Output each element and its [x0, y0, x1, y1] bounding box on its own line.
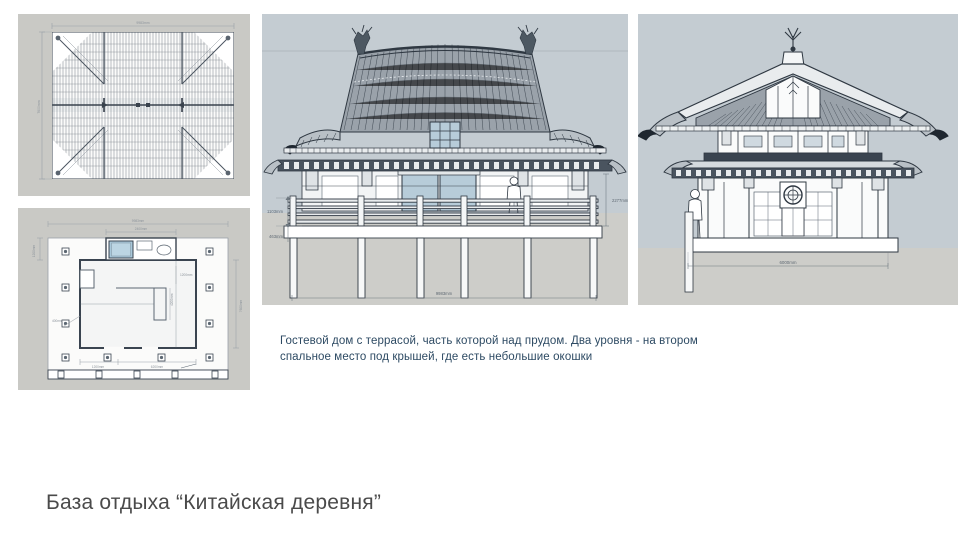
side-overall-width-dimension: 6000mm [779, 260, 796, 265]
caption-line-1: Гостевой дом с террасой, часть которой н… [280, 335, 698, 347]
pond-pilings [289, 237, 598, 299]
panel-roof-plan: 9983mm 7600mm [18, 14, 250, 196]
roof-plan-depth-dimension: 7600mm [37, 100, 41, 113]
panel-floor-plan: 9983mm 2400mm 1200mm 7600mm 1200mm 4200m… [18, 208, 250, 390]
floor-plan-side-dimension: 1200mm [180, 273, 193, 277]
roof-finial-ornament [784, 27, 802, 52]
stylobate-plinth [687, 237, 899, 253]
floor-plan-step-dimension: 1200mm [92, 365, 105, 369]
floor-plan-linework: 9983mm 2400mm 1200mm 7600mm 1200mm 4200m… [32, 219, 243, 380]
floor-plan-overall-depth: 7600mm [239, 299, 243, 312]
panel-front-elevation: 1103mm 463mm 9983mm 2277mm [262, 14, 628, 305]
side-elevation-linework: 6000mm [638, 27, 949, 293]
round-lattice-window [779, 181, 807, 209]
roof-finial-ornament-right [517, 24, 539, 55]
railing-height-dimension: 1103mm [267, 209, 283, 214]
panel-side-elevation: 6000mm [638, 14, 958, 305]
floor-plan-bath-width: 2400mm [135, 227, 148, 231]
front-elevation-linework: 1103mm 463mm 9983mm 2277mm [262, 24, 628, 301]
floor-plan-offset-dimension: 1200mm [32, 244, 36, 257]
floor-plan-room-depth: 4200mm [170, 293, 174, 306]
slide-title: База отдыха “Китайская деревня” [46, 491, 382, 514]
roof-plan-linework: 9983mm 7600mm [37, 21, 235, 180]
caption-line-2: спальное место под крышей, где есть небо… [280, 351, 593, 363]
slide-caption: Гостевой дом с террасой, часть которой н… [280, 333, 850, 365]
front-overall-width-dimension: 9983mm [436, 291, 453, 296]
floor-plan-overall-width: 9983mm [132, 219, 145, 223]
roof-finial-ornament-left [351, 24, 373, 55]
roof-plan-width-dimension: 9983mm [136, 21, 149, 25]
human-scale-figure [506, 176, 522, 215]
loft-window [743, 135, 845, 148]
glass-door-right [439, 173, 477, 212]
front-right-height-dimension: 2277mm [612, 198, 628, 203]
floor-plan-column-note: 400mm [52, 319, 63, 323]
floor-plan-room-width: 6200mm [151, 365, 164, 369]
deck-height-dimension: 463mm [269, 234, 283, 239]
terrace-deck [283, 225, 603, 239]
